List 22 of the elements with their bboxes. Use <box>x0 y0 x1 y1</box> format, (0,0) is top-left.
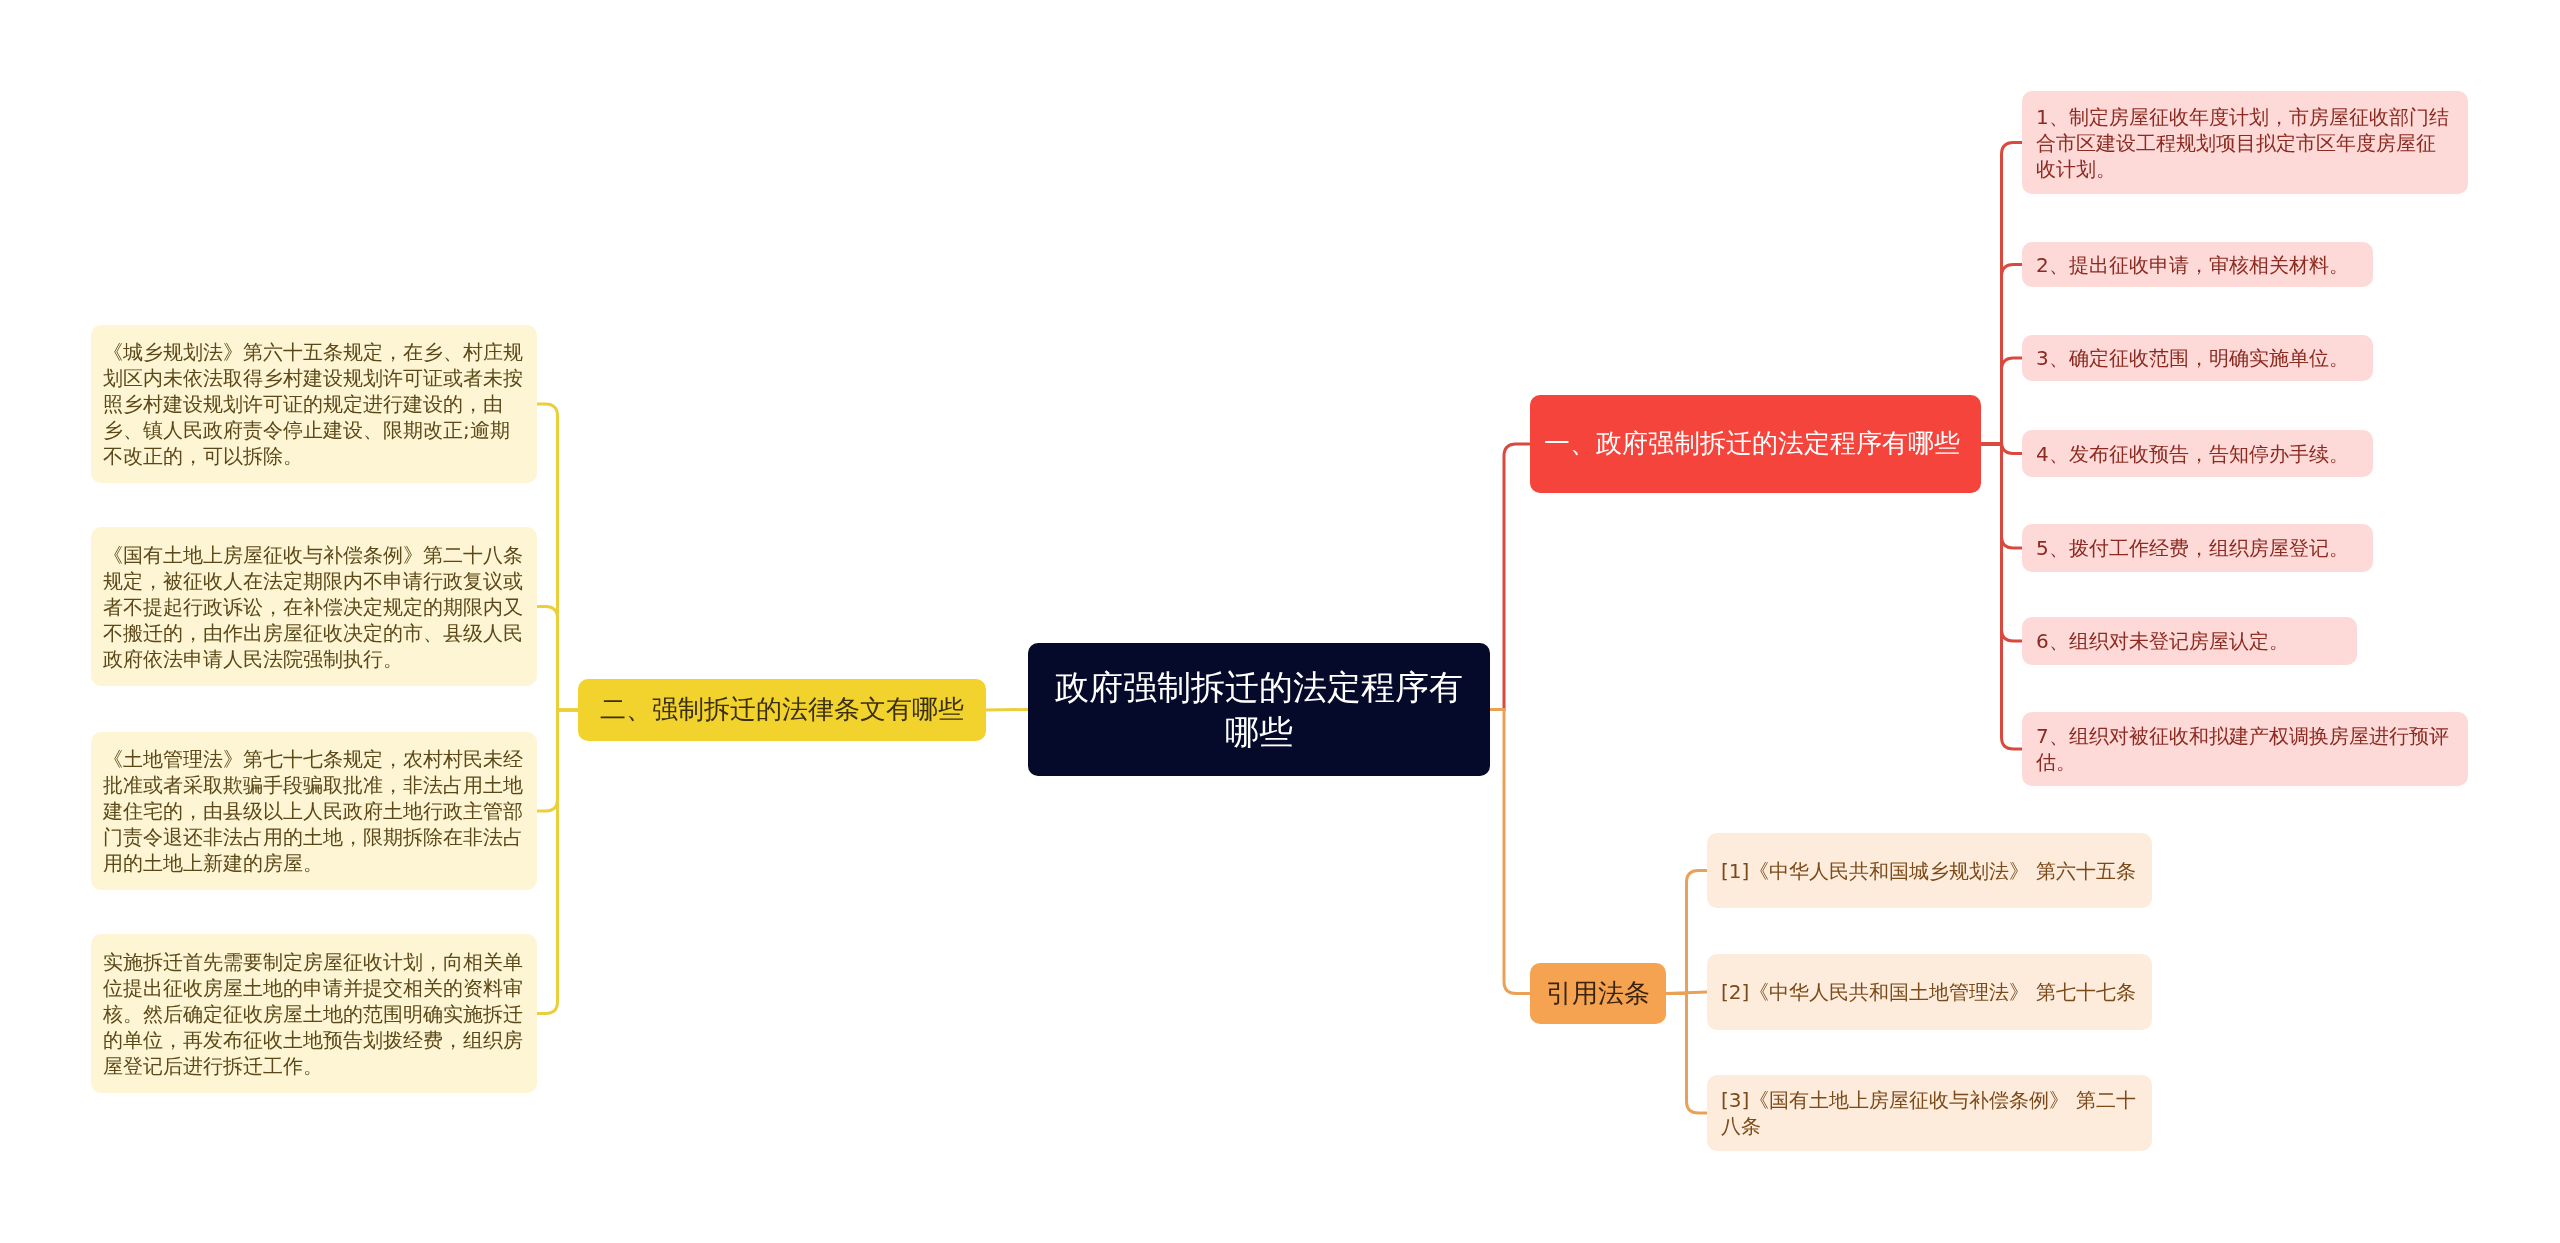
subtopic-box: [1]《中华人民共和国城乡规划法》 第六十五条 <box>1707 833 2152 908</box>
connector-line <box>1666 992 1707 1115</box>
subtopic-box: 《城乡规划法》第六十五条规定，在乡、村庄规划区内未依法取得乡村建设规划许可证或者未按照乡村建设规划许可证的规定进行建设的，由乡、镇人民政府责令停止建设、限期改正;逾期不改正的，可以拆除。 <box>91 325 537 483</box>
subtopic-box: [3]《国有土地上房屋征收与补偿条例》 第二十八条 <box>1707 1075 2152 1151</box>
subtopic-box: 7、组织对被征收和拟建产权调换房屋进行预评估。 <box>2022 712 2468 786</box>
connector-line <box>1490 708 1530 995</box>
subtopic-box: 5、拨付工作经费，组织房屋登记。 <box>2022 524 2373 572</box>
subtopic-box: [2]《中华人民共和国土地管理法》 第七十七条 <box>1707 954 2152 1030</box>
subtopic-box: 实施拆迁首先需要制定房屋征收计划，向相关单位提出征收房屋土地的申请并提交相关的资料审核。然后确定征收房屋土地的范围明确实施拆迁的单位，再发布征收土地预告划拨经费，组织房屋登记后进行拆迁工作。 <box>91 934 537 1093</box>
branch-topic-box: 一、政府强制拆迁的法定程序有哪些 <box>1530 395 1981 493</box>
subtopic-box: 《土地管理法》第七十七条规定，农村村民未经批准或者采取欺骗手段骗取批准，非法占用土地建住宅的，由县级以上人民政府土地行政主管部门责令退还非法占用的土地，限期拆除在非法占用的土地上新建的房屋。 <box>91 732 537 890</box>
branch-topic-box: 引用法条 <box>1530 963 1666 1024</box>
connector-line <box>537 708 578 1015</box>
subtopic-box: 4、发布征收预告，告知停办手续。 <box>2022 430 2373 477</box>
root-topic-box: 政府强制拆迁的法定程序有哪些 <box>1028 643 1490 776</box>
connector-line <box>986 708 1028 712</box>
subtopic-box: 《国有土地上房屋征收与补偿条例》第二十八条规定，被征收人在法定期限内不申请行政复议或者不提起行政诉讼，在补偿决定规定的期限内又不搬迁的，由作出房屋征收决定的市、县级人民政府依法申请人民法院强制执行。 <box>91 527 537 686</box>
subtopic-box: 3、确定征收范围，明确实施单位。 <box>2022 335 2373 381</box>
branch-topic-box: 二、强制拆迁的法律条文有哪些 <box>578 679 986 741</box>
subtopic-box: 1、制定房屋征收年度计划，市房屋征收部门结合市区建设工程规划项目拟定市区年度房屋征收计划。 <box>2022 91 2468 194</box>
subtopic-box: 2、提出征收申请，审核相关材料。 <box>2022 242 2373 287</box>
subtopic-box: 6、组织对未登记房屋认定。 <box>2022 617 2357 665</box>
